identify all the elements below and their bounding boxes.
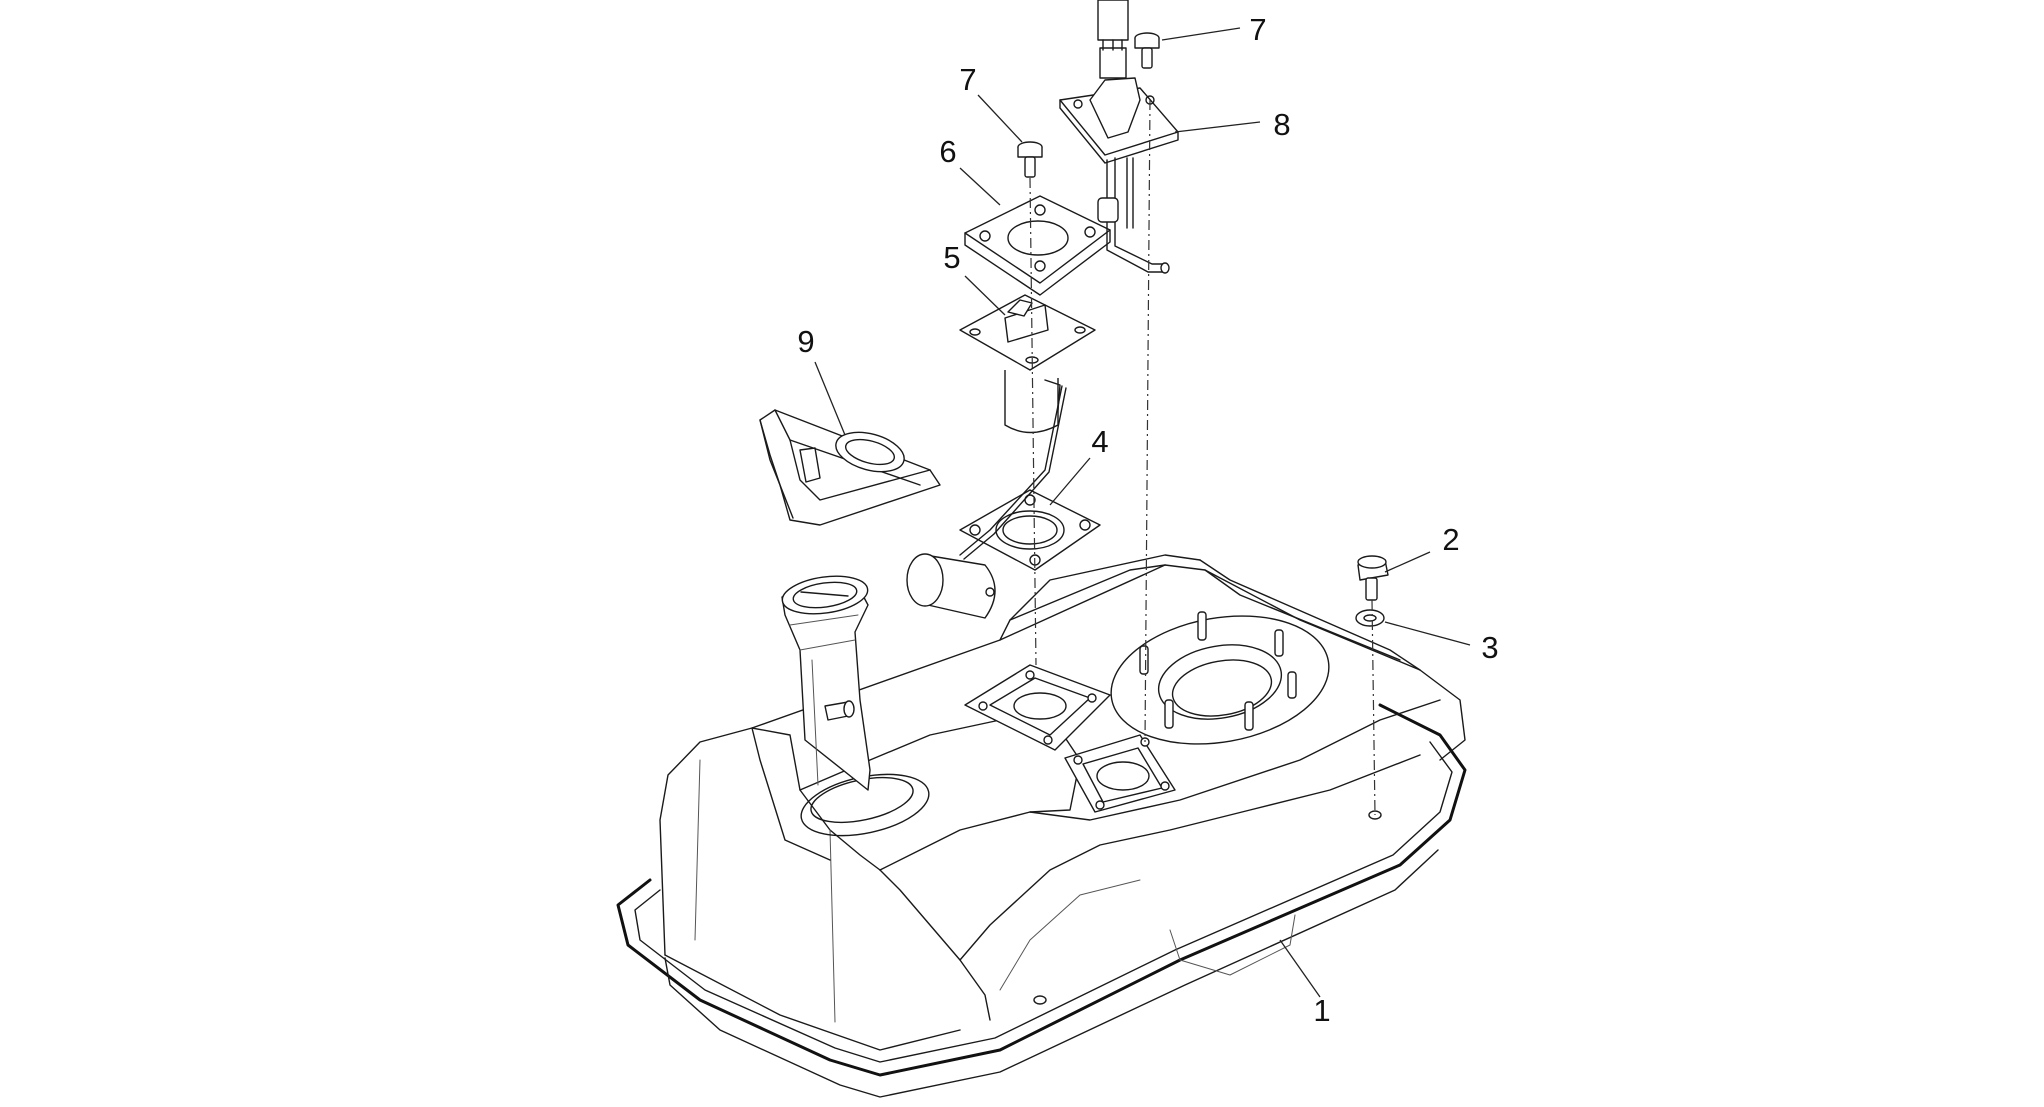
washer-part-3 — [1355, 609, 1385, 627]
callout-8: 8 — [1273, 107, 1290, 142]
front-flange-pad — [1064, 734, 1176, 813]
pump-plate-part-6 — [964, 195, 1111, 296]
callout-3: 3 — [1481, 630, 1498, 665]
bolt-part-2 — [1357, 555, 1389, 601]
gasket-part-4 — [959, 489, 1101, 571]
callout-2: 2 — [1442, 522, 1459, 557]
pump-mount-ring — [1110, 611, 1330, 745]
callout-labels: 1 2 3 4 5 6 7 7 8 9 — [797, 12, 1498, 1028]
callout-1: 1 — [1313, 993, 1330, 1028]
leader-lines — [814, 27, 1471, 998]
filler-neck — [781, 575, 871, 791]
callout-5: 5 — [943, 240, 960, 275]
assembly-centerlines — [1029, 99, 1376, 816]
bolt-part-7-right — [1134, 32, 1160, 69]
fuel-pump-part-8 — [1059, 0, 1179, 274]
bracket-part-9 — [759, 409, 941, 526]
sender-flange-pad — [964, 664, 1111, 751]
callout-7-left: 7 — [959, 62, 976, 97]
bolt-part-7-left — [1017, 141, 1043, 178]
fuel-tank-part-1 — [616, 554, 1467, 1098]
callout-7-right: 7 — [1249, 12, 1266, 47]
level-sender-part-5 — [906, 294, 1096, 619]
callout-6: 6 — [939, 134, 956, 169]
callout-9: 9 — [797, 324, 814, 359]
callout-4: 4 — [1091, 424, 1108, 459]
